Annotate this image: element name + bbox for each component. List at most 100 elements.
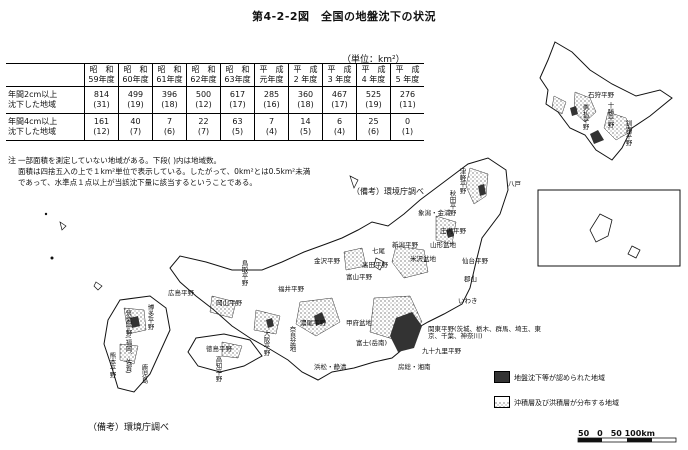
label-kisakata: 象潟・金浦 — [418, 209, 451, 217]
island — [373, 257, 385, 271]
label-kanazawa: 金沢平野 — [314, 257, 340, 265]
label-kujukuri: 九十九里平野 — [422, 347, 461, 355]
row-label: 年間2cm以上 沈下した地域 — [8, 90, 58, 109]
table-cell: 6 (4) — [322, 113, 357, 141]
label-hakata: 博多平野 — [146, 304, 154, 330]
label-kochi: 高知平野 — [214, 356, 222, 382]
label-nara: 奈良盆地 — [288, 326, 296, 352]
label-boso: 房総・湘南 — [398, 363, 431, 371]
kanto-subsidence — [390, 312, 422, 352]
table-cell: 0 (1) — [390, 113, 424, 141]
label-yonezawa: 米沢盆地 — [410, 255, 436, 263]
legend-label-subsidence: 地盤沈下等が認められた地域 — [514, 374, 605, 382]
label-tottori: 鳥取平野 — [240, 260, 248, 286]
island — [349, 175, 359, 189]
table-cell: 285 (16) — [254, 86, 289, 114]
row-label: 年間4cm以上 沈下した地域 — [6, 113, 85, 141]
table-cell: 617 (17) — [220, 86, 255, 114]
label-iwaki: いわき — [458, 297, 478, 305]
table-cell: 467 (17) — [322, 86, 357, 114]
table-row: 年間2cm以上 沈下した地域 814 (31) 499 (19) 396 (18… — [6, 86, 424, 114]
kyushu-alluvial — [119, 307, 147, 365]
table-cell: 22 (7) — [186, 113, 221, 141]
table-corner — [6, 63, 85, 87]
credit-bottom: （備考）環境庁調べ — [88, 423, 170, 433]
label-tokachi: 十勝平野 — [606, 102, 614, 128]
note-mark: 注 — [8, 156, 16, 165]
label-kofu: 甲府盆地 — [346, 319, 372, 327]
inset-island — [627, 245, 641, 259]
label-takada: 高田平野 — [362, 261, 388, 269]
label-osaka: 大阪平野 — [262, 330, 270, 356]
table-cell: 814 (31) — [84, 86, 119, 114]
scale-label: 50 0 50 100km — [578, 429, 655, 438]
label-toyama: 富山平野 — [346, 273, 372, 281]
label-chikushi: 筑紫平野(福岡、佐賀) — [124, 310, 132, 374]
label-ishikari: 石狩平野 — [588, 91, 614, 99]
table-cell: 40 (7) — [118, 113, 153, 141]
label-nobi: 濃尾平野 — [300, 319, 326, 327]
table-cell: 360 (18) — [288, 86, 323, 114]
label-kyushu: 鹿児島 — [140, 364, 148, 384]
note-line-2: 面積は四捨五入の上で１km²単位で表示している。したがって、0km²とは0.5k… — [18, 167, 311, 176]
table-cell: 276 (11) — [390, 86, 424, 114]
label-kumamoto: 熊本平野 — [108, 352, 116, 378]
col-header: 平 成 5 年度 — [390, 63, 424, 87]
col-header: 昭 和 62年度 — [186, 63, 221, 87]
table-cell: 499 (19) — [118, 86, 153, 114]
table-cell: 25 (6) — [356, 113, 391, 141]
label-tsugaru: 津軽平野 — [458, 168, 466, 194]
island — [50, 256, 54, 260]
col-header: 平 成 2 年度 — [288, 63, 323, 87]
col-header: 平 成 4 年度 — [356, 63, 391, 87]
hokkaido-outline — [539, 41, 673, 161]
legend-swatch-alluvial — [494, 396, 510, 408]
kyushu-subsidence — [130, 316, 140, 328]
table-cell: 525 (19) — [356, 86, 391, 114]
col-header: 昭 和 63年度 — [220, 63, 255, 87]
label-akita: 秋田平野 — [448, 190, 456, 216]
label-fukui: 福井平野 — [278, 285, 304, 293]
table-cell: 500 (12) — [186, 86, 221, 114]
scale-bar — [577, 437, 677, 443]
unit-label: （単位：km²） — [342, 55, 405, 65]
table-cell: 161 (12) — [84, 113, 119, 141]
col-header: 平 成 元年度 — [254, 63, 289, 87]
col-header: 平 成 3 年度 — [322, 63, 357, 87]
figure-title: 第4-2-2図 全国の地盤沈下の状況 — [251, 10, 437, 23]
table-cell: 7 (4) — [254, 113, 289, 141]
col-header: 昭 和 59年度 — [84, 63, 119, 87]
label-niigata: 新潟平野 — [392, 241, 418, 249]
legend-label-alluvial: 沖積層及び洪積層が分布する地域 — [514, 399, 619, 407]
table-row: 年間4cm以上 沈下した地域 161 (12) 40 (7) 7 (6) 22 … — [6, 113, 424, 141]
col-header: 昭 和 61年度 — [152, 63, 187, 87]
table-cell: 396 (18) — [152, 86, 187, 114]
table-header-row: 昭 和 59年度 昭 和 60年度 昭 和 61年度 昭 和 62年度 昭 和 … — [6, 63, 424, 87]
label-kanto: 関東平野(茨城、栃木、群馬、埼玉、東京、千葉、神奈川) — [428, 325, 542, 340]
label-nanao: 七尾 — [372, 247, 385, 255]
label-sendai: 仙台平野 — [462, 257, 488, 265]
hokkaido-subsidence — [570, 106, 604, 144]
kyushu-outline — [103, 295, 171, 393]
label-koriyama: 郡山 — [464, 275, 477, 283]
island — [59, 221, 67, 231]
label-yamagata: 山形盆地 — [430, 241, 456, 249]
table-cell: 14 (5) — [288, 113, 323, 141]
inset-frame — [537, 189, 681, 267]
note-line-3: であって、水準点１点以上が当該沈下量に該当するということである。 — [18, 178, 257, 187]
label-yufutsu: 勇払平野 — [581, 104, 589, 130]
island — [44, 212, 48, 216]
label-shonai: 庄内平野 — [440, 227, 466, 235]
inset-island — [589, 213, 613, 243]
col-header: 昭 和 60年度 — [118, 63, 153, 87]
label-hiroshima: 広島平野 — [168, 289, 194, 297]
label-hamamatsu: 浜松・静清 — [314, 363, 347, 371]
label-fuji: 富士(岳南) — [356, 339, 388, 347]
label-okayama: 岡山平野 — [216, 299, 242, 307]
table-cell: 7 (6) — [152, 113, 187, 141]
subsidence-table: 昭 和 59年度 昭 和 60年度 昭 和 61年度 昭 和 62年度 昭 和 … — [6, 63, 424, 141]
note-line-1: 一部面積を測定していない地域がある。下段( )内は地域数。 — [18, 156, 222, 165]
legend-swatch-subsidence — [494, 371, 510, 383]
label-hachinohe: 八戸 — [508, 180, 521, 188]
